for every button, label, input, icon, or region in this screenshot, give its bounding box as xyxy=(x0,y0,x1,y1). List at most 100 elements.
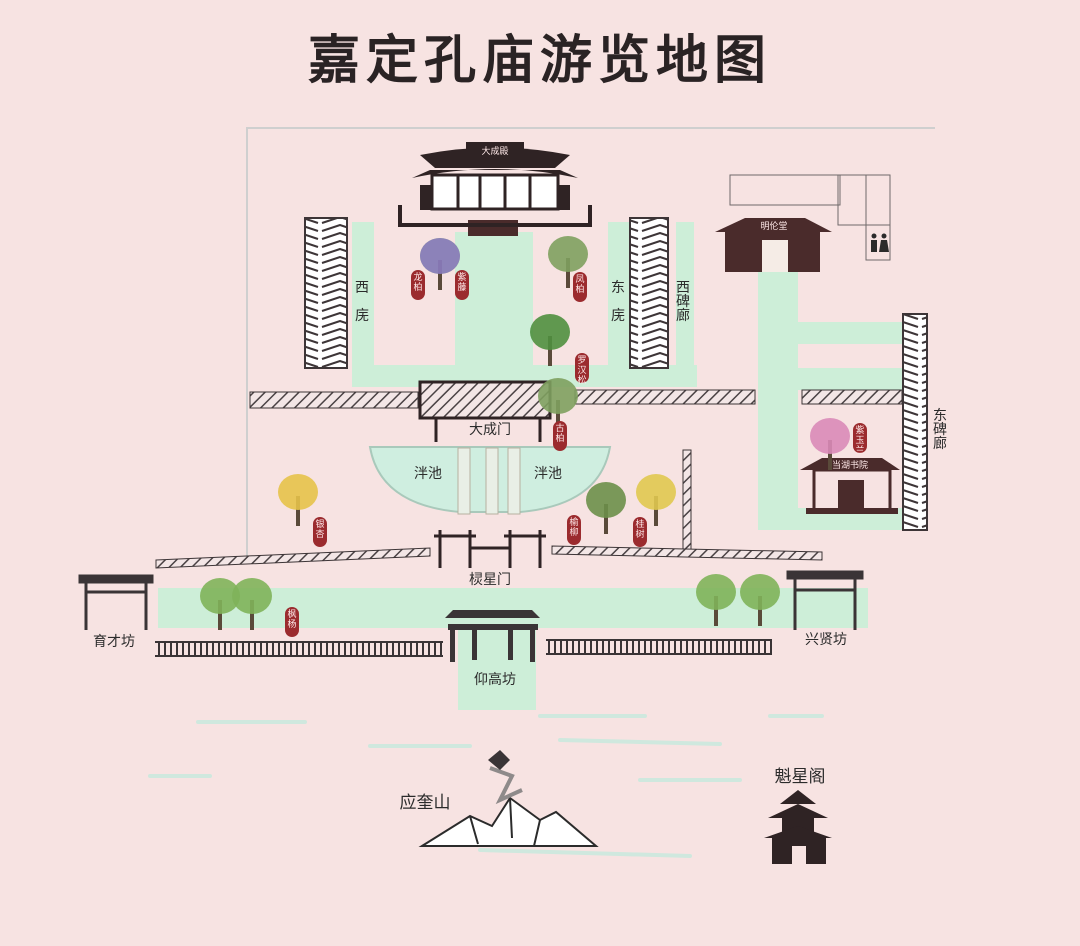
tree-guishu-crown xyxy=(636,474,676,510)
tree-tag-gubai[interactable]: 古柏 xyxy=(553,421,567,451)
yanggao-arch[interactable] xyxy=(445,610,540,662)
tree-fengyang xyxy=(232,578,272,630)
tree-tag-label-luohansong: 罗汉松 xyxy=(577,355,586,386)
tree-yinxing-crown xyxy=(278,474,318,510)
tree-tag-bg-fengyang xyxy=(285,607,299,637)
tree-ziteng-crown xyxy=(420,238,460,274)
yingkui-hill[interactable] xyxy=(418,750,599,847)
tree-yuliu-trunk xyxy=(604,504,608,534)
tree-yuliu-crown xyxy=(586,482,626,518)
dacheng-gate-label: 大成门 xyxy=(469,422,511,438)
east-stele-label-2: 碑 xyxy=(933,422,947,438)
west-stele-label-2: 碑 xyxy=(676,294,690,310)
tree-gubai-crown xyxy=(538,378,578,414)
tree-tag-label-zimulan: 紫玉兰 xyxy=(855,425,864,456)
east-stele-corridor-building[interactable] xyxy=(902,313,928,531)
tree-extra-2-trunk xyxy=(758,596,762,626)
tree-extra-0-crown xyxy=(200,578,240,614)
tree-tag-bg-guishu xyxy=(633,517,647,547)
dangfu-academy-label: 当湖书院 xyxy=(832,459,868,471)
tree-tag-bg-yuliu xyxy=(567,515,581,545)
tree-tag-bg-longbai xyxy=(411,270,425,300)
kuixing-pavilion[interactable] xyxy=(764,790,832,864)
tree-yinxing xyxy=(278,474,318,526)
minglun-hall[interactable] xyxy=(715,218,832,272)
tree-fengyang-crown xyxy=(232,578,272,614)
tree-tag-yuliu[interactable]: 榆柳 xyxy=(567,515,581,545)
dacheng-hall-sign: 大成殿 xyxy=(481,145,508,157)
tree-fengyang-trunk xyxy=(250,600,254,630)
tree-tag-bg-luohansong xyxy=(575,353,589,383)
tree-extra-2-crown xyxy=(740,574,780,610)
bottom-fences xyxy=(155,639,772,657)
tree-zimulan xyxy=(810,418,850,470)
yucai-arch[interactable] xyxy=(78,574,154,630)
tree-gubai xyxy=(538,378,578,430)
west-stele-label-3: 廊 xyxy=(676,307,690,324)
tree-extra-2 xyxy=(740,574,780,626)
tree-yinxing-trunk xyxy=(296,496,300,526)
yanggao-arch-label: 仰高坊 xyxy=(474,671,516,688)
tree-luohansong xyxy=(530,314,570,366)
pond-left-label: 泮池 xyxy=(414,466,442,482)
tree-fengbai xyxy=(548,236,588,288)
tree-luohansong-trunk xyxy=(548,336,552,366)
tree-tag-fengyang[interactable]: 枫杨 xyxy=(285,607,299,637)
tree-tag-zimulan[interactable]: 紫玉兰 xyxy=(853,423,867,456)
pan-pond[interactable] xyxy=(368,446,612,515)
tree-tag-label-gubai: 古柏 xyxy=(555,422,564,444)
tree-tag-bg-gubai xyxy=(553,421,567,451)
dangfu-academy[interactable] xyxy=(800,458,900,514)
tree-tag-bg-yinxing xyxy=(313,517,327,547)
tree-tag-bg-ziteng xyxy=(455,270,469,300)
tree-tag-fengbai[interactable]: 凤柏 xyxy=(573,272,587,302)
map-title: 嘉定孔庙游览地图 xyxy=(308,30,772,91)
pond-right-label: 泮池 xyxy=(534,466,562,482)
walls xyxy=(155,389,903,569)
east-stele-label-3: 廊 xyxy=(933,435,947,452)
west-wing-label-1: 西 xyxy=(355,280,369,296)
tree-tag-bg-zimulan xyxy=(853,423,867,453)
tree-tag-label-fengyang: 枫杨 xyxy=(287,608,296,630)
tree-tag-yinxing[interactable]: 银杏 xyxy=(313,517,327,547)
tree-zimulan-crown xyxy=(810,418,850,454)
tree-extra-1-trunk xyxy=(714,596,718,626)
tree-tag-luohansong[interactable]: 罗汉松 xyxy=(575,353,589,386)
tree-zimulan-trunk xyxy=(828,440,832,470)
vertical-labels: 西 庑 东 庑 西 碑 廊 东 碑 廊 xyxy=(355,280,947,452)
tree-guishu xyxy=(636,474,676,526)
dacheng-hall[interactable]: 大成殿 xyxy=(398,142,592,236)
tree-tag-ziteng[interactable]: 紫藤 xyxy=(455,270,469,300)
tree-extra-0-trunk xyxy=(218,600,222,630)
tree-tag-label-yuliu: 榆柳 xyxy=(569,516,578,538)
tree-tag-longbai[interactable]: 龙柏 xyxy=(411,270,425,300)
tree-tag-guishu[interactable]: 桂树 xyxy=(633,517,647,547)
west-wing-label-2: 庑 xyxy=(355,308,369,324)
east-wing-building[interactable] xyxy=(629,217,669,369)
restroom-icon[interactable] xyxy=(871,233,889,253)
tree-fengbai-trunk xyxy=(566,258,570,288)
west-stele-label-1: 西 xyxy=(676,280,690,296)
yucai-arch-label: 育才坊 xyxy=(93,634,135,650)
tree-tag-label-fengbai: 凤柏 xyxy=(575,274,584,295)
west-wing-building[interactable] xyxy=(304,217,348,369)
lingxing-gate-label: 棂星门 xyxy=(469,572,511,588)
tree-guishu-trunk xyxy=(654,496,658,526)
lingxing-gate[interactable] xyxy=(434,530,546,568)
tree-tag-label-longbai: 龙柏 xyxy=(413,271,422,293)
tree-extra-1 xyxy=(696,574,736,626)
east-wing-label-2: 庑 xyxy=(611,308,625,324)
east-wing-label-1: 东 xyxy=(611,280,625,296)
tree-ziteng-trunk xyxy=(438,260,442,290)
tree-extra-1-crown xyxy=(696,574,736,610)
tree-fengbai-crown xyxy=(548,236,588,272)
yingkui-hill-label: 应奎山 xyxy=(400,793,451,813)
minglun-hall-label: 明伦堂 xyxy=(760,220,787,232)
tree-ziteng xyxy=(420,238,460,290)
kuixing-pavilion-label: 魁星阁 xyxy=(775,767,826,787)
dacheng-gate[interactable] xyxy=(418,380,552,442)
xingxian-arch[interactable] xyxy=(786,570,864,630)
